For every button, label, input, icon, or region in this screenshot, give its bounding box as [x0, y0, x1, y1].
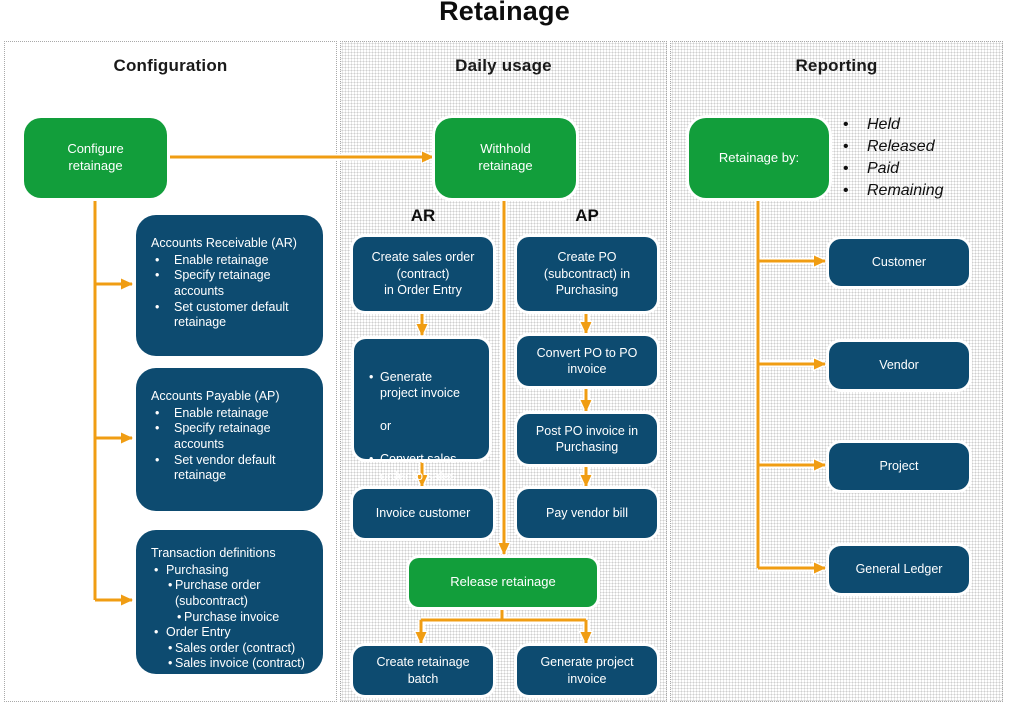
panel-daily-usage: Daily usage Withhold retainage AR AP Cre…: [340, 41, 667, 702]
list-item: Remaining: [841, 180, 943, 202]
release-retainage-box: Release retainage: [409, 558, 597, 607]
panel-configuration: Configuration Configure retainage Accoun…: [4, 41, 337, 702]
generate-project-invoice-box: Generate project invoice: [517, 646, 657, 695]
retainage-status-list: Held Released Paid Remaining: [841, 114, 943, 202]
list-item: Held: [841, 114, 943, 136]
page-title: Retainage: [439, 0, 570, 26]
withhold-retainage-box: Withhold retainage: [435, 118, 576, 198]
accounts-receivable-settings-box: Accounts Receivable (AR) Enable retainag…: [136, 215, 323, 356]
configuration-header: Configuration: [113, 56, 228, 75]
list-item: Enable retainage: [151, 406, 315, 422]
generate-or-convert-invoice-box: Generate project invoice or Convert sale…: [354, 339, 489, 499]
list-item: Purchasing: [151, 563, 315, 579]
list-item: Generate project invoice: [369, 369, 483, 402]
create-po-box: Create PO (subcontract) in Purchasing: [517, 237, 657, 311]
ar-settings-bullets: Enable retainage Specify retainage accou…: [151, 253, 315, 331]
report-project-box: Project: [829, 443, 969, 490]
reporting-header: Reporting: [795, 56, 878, 75]
list-item: Set customer default retainage: [151, 300, 315, 331]
panel-reporting: Reporting Retainage by: Held Released Pa…: [670, 41, 1003, 702]
report-vendor-box: Vendor: [829, 342, 969, 389]
configure-retainage-box: Configure retainage: [24, 118, 167, 198]
list-item: Specify retainage accounts: [151, 421, 315, 452]
report-customer-box: Customer: [829, 239, 969, 286]
list-item: Sales order (contract): [151, 641, 315, 657]
list-item: Purchase invoice: [151, 610, 315, 626]
list-item: Set vendor default retainage: [151, 453, 315, 484]
ap-settings-title: Accounts Payable (AP): [151, 389, 280, 403]
or-label: or: [380, 419, 392, 433]
pay-vendor-bill-box: Pay vendor bill: [517, 489, 657, 538]
daily-usage-header: Daily usage: [455, 56, 552, 75]
list-item: Released: [841, 136, 943, 158]
list-item: Order Entry: [151, 625, 315, 641]
create-sales-order-box: Create sales order (contract) in Order E…: [353, 237, 493, 311]
retainage-by-box: Retainage by:: [689, 118, 829, 198]
accounts-payable-settings-box: Accounts Payable (AP) Enable retainage S…: [136, 368, 323, 511]
post-po-invoice-box: Post PO invoice in Purchasing: [517, 414, 657, 464]
invoice-customer-box: Invoice customer: [353, 489, 493, 538]
list-item: Specify retainage accounts: [151, 268, 315, 299]
ap-settings-bullets: Enable retainage Specify retainage accou…: [151, 406, 315, 484]
ar-column-label: AR: [410, 206, 436, 225]
report-general-ledger-box: General Ledger: [829, 546, 969, 593]
ar-settings-title: Accounts Receivable (AR): [151, 236, 297, 250]
transaction-definitions-box: Transaction definitions Purchasing Purch…: [136, 530, 323, 674]
list-item: Sales invoice (contract): [151, 656, 315, 672]
list-item: Purchase order (subcontract): [151, 578, 315, 609]
convert-po-invoice-box: Convert PO to PO invoice: [517, 336, 657, 386]
list-item: Paid: [841, 158, 943, 180]
ap-column-label: AP: [575, 206, 599, 225]
create-retainage-batch-box: Create retainage batch: [353, 646, 493, 695]
list-item: Enable retainage: [151, 253, 315, 269]
transaction-definitions-title: Transaction definitions: [151, 546, 276, 560]
